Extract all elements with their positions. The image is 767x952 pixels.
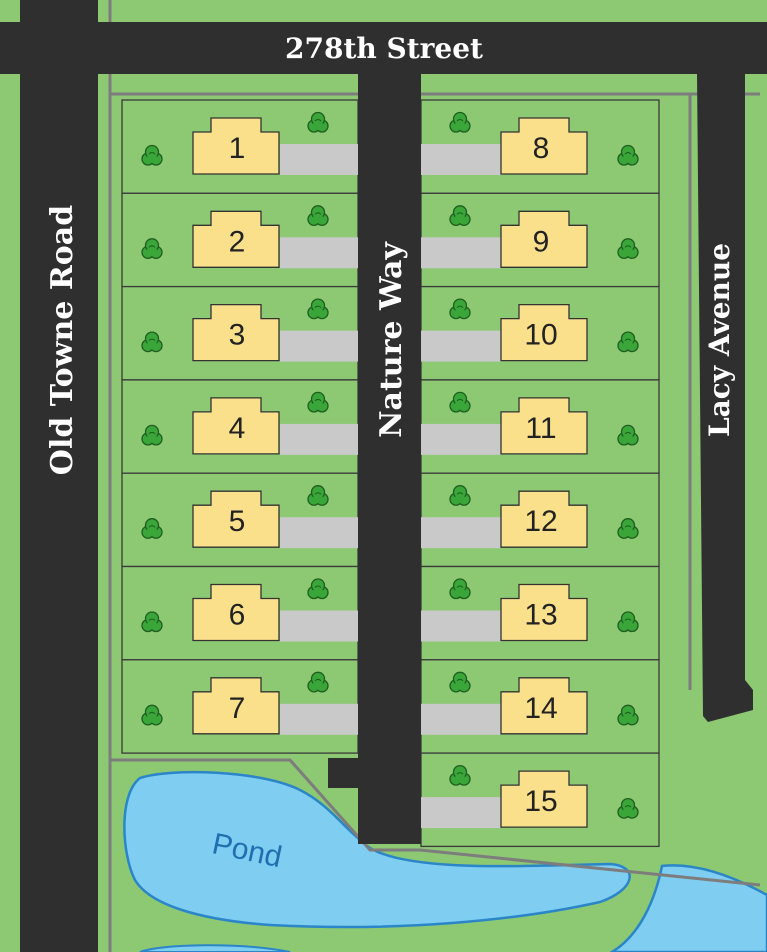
property-boundary [108,0,761,952]
house[interactable] [500,583,588,642]
house[interactable] [192,117,280,175]
road-label-nature-way: Nature Way [374,241,409,438]
road-lacy-avenue [697,74,753,722]
house[interactable] [500,490,588,548]
house[interactable] [500,770,588,828]
driveway [421,237,501,269]
lot-1[interactable]: 1 [121,99,359,194]
driveway [280,144,358,175]
lot-number: 10 [524,319,557,352]
house[interactable] [192,303,280,362]
driveway [421,423,501,455]
lot-number: 9 [533,225,550,258]
lot-number: 6 [229,599,246,632]
driveway [280,703,358,735]
lot-number: 7 [229,692,246,725]
pond [123,770,631,929]
driveway [280,237,358,269]
lot-number: 11 [525,412,556,445]
lot-number: 12 [524,505,557,538]
road-nature-way [358,74,421,844]
lot-number: 13 [524,599,557,632]
driveway [421,517,501,549]
pond-east [609,864,767,952]
driveway [280,610,358,642]
lot-number: 15 [524,785,557,818]
house[interactable] [192,397,280,455]
house[interactable] [192,210,280,268]
lot-8[interactable]: 8 [420,99,660,194]
lot-15[interactable]: 15 [420,752,660,848]
lot-5[interactable]: 5 [121,472,359,568]
lot-number: 4 [229,412,246,445]
house[interactable] [500,303,588,362]
house[interactable] [500,210,588,268]
lot-3[interactable]: 3 [121,285,359,381]
house[interactable] [500,677,588,735]
lot-4[interactable]: 4 [121,379,359,474]
driveway [280,330,358,362]
lot-number: 1 [229,132,246,165]
lot-number: 8 [533,132,550,165]
driveway [421,610,501,642]
lot-13[interactable]: 13 [420,565,660,661]
lot-number: 5 [229,505,246,538]
lot-number: 2 [229,225,246,258]
driveway [280,423,358,455]
lot-number: 3 [229,319,246,352]
road-label-old-towne-road: Old Towne Road [45,205,80,475]
lot-7[interactable]: 7 [121,659,359,754]
driveway [421,703,501,735]
driveway [421,797,501,829]
house[interactable] [192,490,280,548]
lots-east: 8 9 10 11 12 13 14 15 [420,99,660,848]
house[interactable] [500,397,588,455]
lot-11[interactable]: 11 [420,379,660,474]
lot-12[interactable]: 12 [420,472,660,568]
lots-west: 1 2 3 4 5 6 7 [121,99,359,754]
driveway [421,330,501,362]
road-nature-way-stub [328,758,363,788]
lot-6[interactable]: 6 [121,565,359,661]
road-label-lacy-avenue: Lacy Avenue [703,243,736,437]
driveway [421,144,501,175]
road-old-towne-road [20,0,98,952]
driveway [280,517,358,549]
house[interactable] [192,677,280,735]
lot-number: 14 [524,692,557,725]
lot-14[interactable]: 14 [420,659,660,754]
lot-2[interactable]: 2 [121,192,359,288]
pond-bottom-strip [139,944,291,952]
lot-9[interactable]: 9 [420,192,660,288]
house[interactable] [192,583,280,642]
lot-10[interactable]: 10 [420,285,660,381]
house[interactable] [500,117,588,175]
road-278th-street [0,22,767,74]
road-label-278th-street: 278th Street [285,32,483,65]
